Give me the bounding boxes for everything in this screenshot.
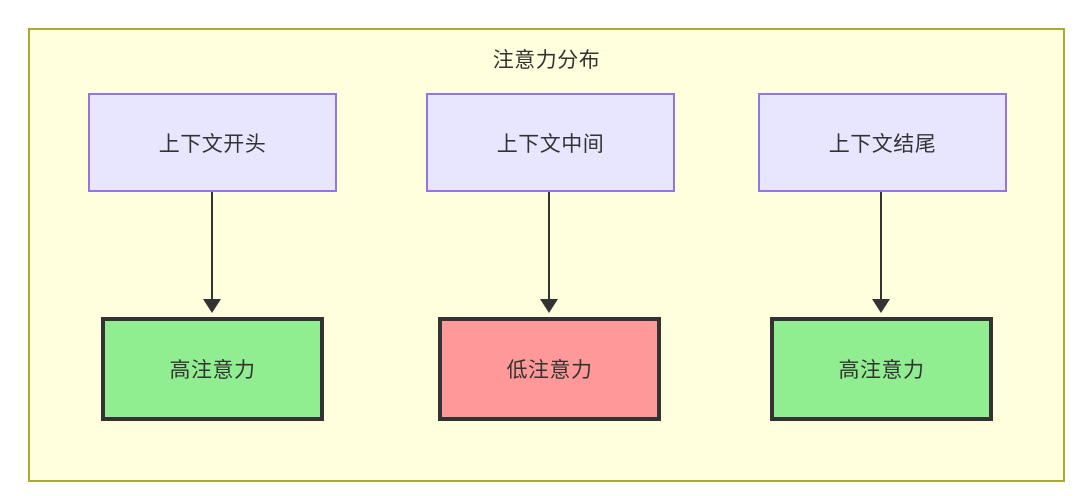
edge-context-end-to-high-attention (880, 192, 882, 307)
arrowhead-icon-1 (203, 299, 221, 313)
node-context-start[interactable]: 上下文开头 (88, 93, 337, 192)
arrowhead-icon-3 (872, 299, 890, 313)
group-title: 注意力分布 (492, 49, 601, 72)
node-high-attention-end[interactable]: 高注意力 (770, 317, 993, 421)
node-high-attention-start[interactable]: 高注意力 (101, 317, 324, 421)
edge-context-middle-to-low-attention (548, 192, 550, 307)
node-low-attention-middle[interactable]: 低注意力 (438, 317, 661, 421)
node-context-end[interactable]: 上下文结尾 (758, 93, 1007, 192)
arrowhead-icon-2 (540, 299, 558, 313)
node-context-middle[interactable]: 上下文中间 (426, 93, 675, 192)
edge-context-start-to-high-attention (211, 192, 213, 307)
